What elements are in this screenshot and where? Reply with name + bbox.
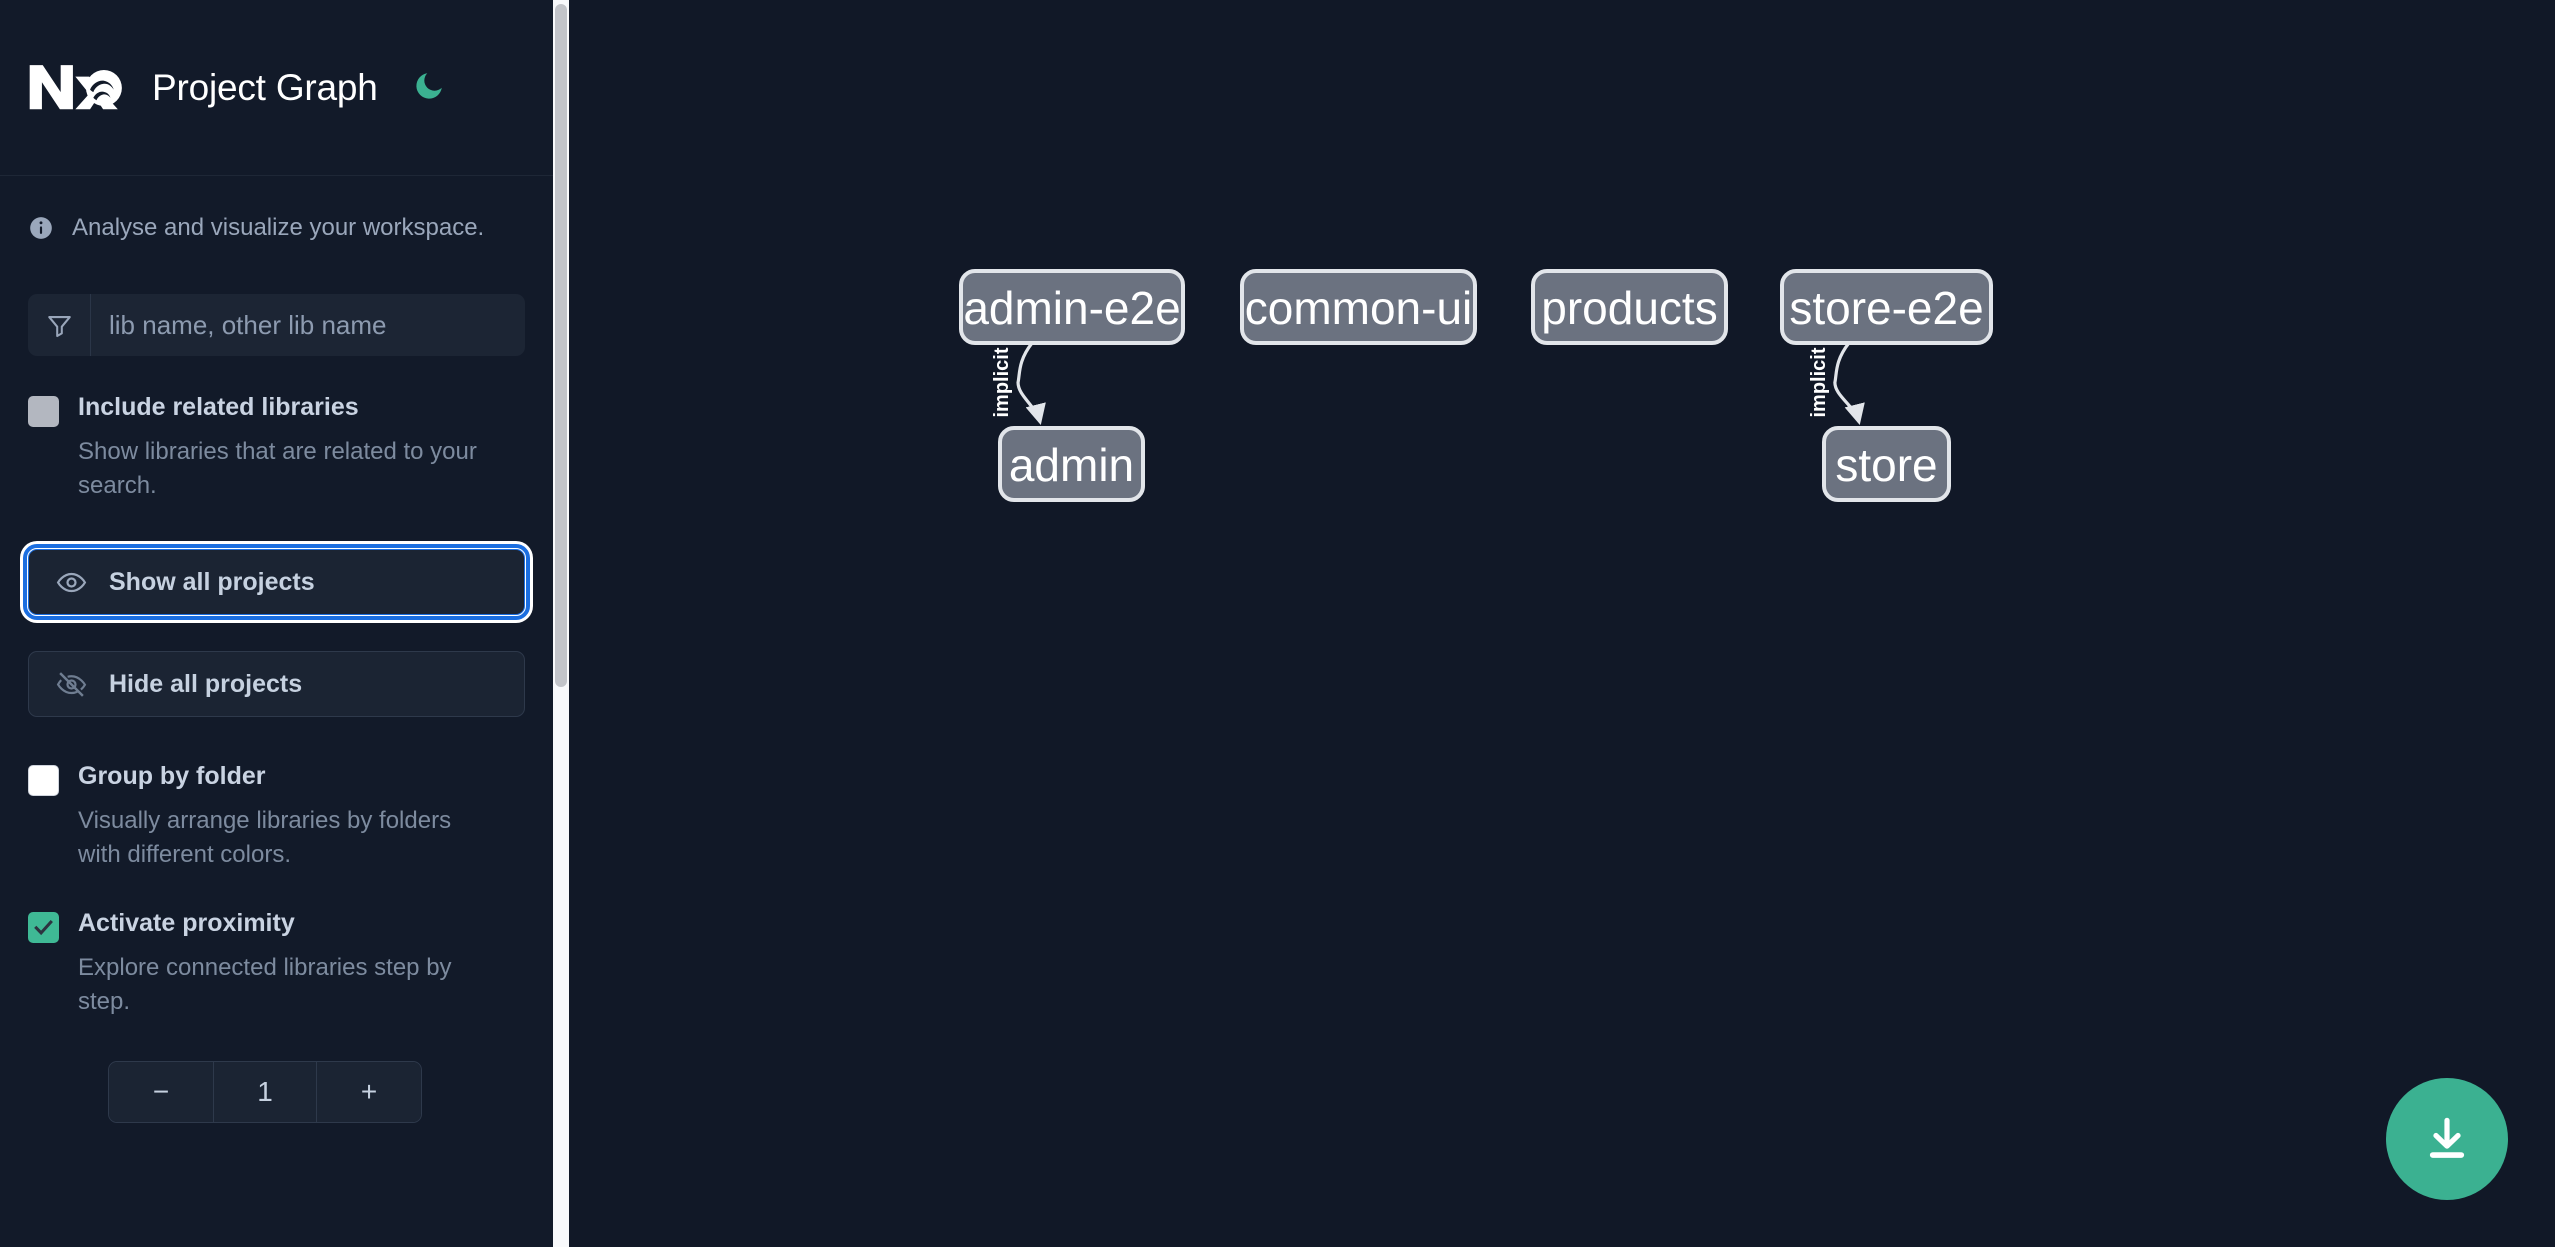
button-label: Show all projects xyxy=(109,567,315,596)
option-description: Show libraries that are related to your … xyxy=(78,438,477,500)
option-description: Explore connected libraries step by step… xyxy=(78,954,452,1016)
stepper-increment-button[interactable]: + xyxy=(317,1062,421,1123)
option-group-by-folder: Group by folder Visually arrange librari… xyxy=(0,761,553,872)
download-icon xyxy=(2421,1113,2473,1165)
sidebar-header: Project Graph xyxy=(0,0,553,176)
graph-node-box[interactable] xyxy=(959,269,1185,345)
eye-icon xyxy=(56,567,87,598)
check-icon xyxy=(32,916,55,939)
graph-node-box[interactable] xyxy=(1531,269,1728,345)
option-label: Include related libraries xyxy=(78,393,359,421)
sidebar-scroll-container[interactable]: Project Graph xyxy=(0,0,553,1247)
graph-node-box[interactable] xyxy=(1780,269,1993,345)
graph-node-box[interactable] xyxy=(1822,426,1951,502)
eye-slash-icon xyxy=(56,669,87,700)
option-description: Visually arrange libraries by folders wi… xyxy=(78,807,452,869)
tagline-text: Analyse and visualize your workspace. xyxy=(72,214,485,241)
nx-logo-icon xyxy=(28,57,126,119)
graph-canvas[interactable]: implicit implicit admin-e2e admin common-ui… xyxy=(553,0,2555,1247)
graph-node-label: common-ui xyxy=(1245,282,1473,334)
quantity-stepper: − 1 + xyxy=(108,1061,422,1124)
graph-nodes-layer: admin-e2e admin common-ui products store-e2e… xyxy=(959,269,1993,502)
funnel-icon xyxy=(28,294,91,356)
graph-node[interactable]: common-ui xyxy=(1240,269,1477,345)
graph-edge-label: implicit xyxy=(991,347,1013,417)
checkbox-group-by-folder[interactable] xyxy=(28,765,59,797)
button-label: Hide all projects xyxy=(109,669,303,698)
stepper-value: 1 xyxy=(213,1062,317,1123)
search-input[interactable] xyxy=(91,294,525,356)
graph-node-label: products xyxy=(1541,282,1717,334)
graph-node[interactable]: products xyxy=(1531,269,1728,345)
graph-node[interactable]: admin xyxy=(998,426,1145,502)
page-title: Project Graph xyxy=(152,66,378,108)
moon-icon xyxy=(412,69,446,106)
option-activate-proximity: Activate proximity Explore connected lib… xyxy=(0,908,553,1019)
stepper-decrement-button[interactable]: − xyxy=(109,1062,213,1123)
download-graph-button[interactable] xyxy=(2386,1078,2508,1200)
option-include-related-libraries: Include related libraries Show libraries… xyxy=(0,392,553,503)
graph-node-label: store-e2e xyxy=(1789,282,1983,334)
theme-toggle-button[interactable] xyxy=(408,67,450,109)
graph-node-box[interactable] xyxy=(998,426,1145,502)
checkbox-include-related-libraries[interactable] xyxy=(28,396,59,427)
sidebar-scrollbar-thumb[interactable] xyxy=(555,4,567,687)
info-icon xyxy=(28,215,54,241)
graph-node[interactable]: admin-e2e xyxy=(959,269,1185,345)
graph-node-label: admin-e2e xyxy=(963,282,1180,334)
project-visibility-buttons: Show all projects Hide all projects xyxy=(0,544,553,718)
graph-edge[interactable] xyxy=(1833,342,1865,426)
option-label: Group by folder xyxy=(78,762,266,791)
sidebar: Project Graph xyxy=(0,0,569,1247)
filter-field[interactable] xyxy=(28,294,525,356)
workspace-tagline: Analyse and visualize your workspace. xyxy=(0,176,553,242)
graph-node-label: admin xyxy=(1009,439,1134,491)
graph-node-box[interactable] xyxy=(1240,269,1477,345)
graph-edge-label: implicit xyxy=(1808,347,1830,417)
graph-edges-layer: implicit implicit xyxy=(991,342,1865,426)
graph-node[interactable]: store-e2e xyxy=(1780,269,1993,345)
option-label: Activate proximity xyxy=(78,909,295,938)
graph-edge[interactable] xyxy=(1016,342,1046,426)
proximity-stepper-wrap: − 1 + xyxy=(0,1061,553,1124)
graph-node-label: store xyxy=(1835,439,1937,491)
project-graph-svg[interactable]: implicit implicit admin-e2e admin common-ui… xyxy=(553,0,2555,1247)
hide-all-projects-button[interactable]: Hide all projects xyxy=(28,651,525,718)
show-all-projects-button[interactable]: Show all projects xyxy=(23,544,530,621)
graph-node[interactable]: store xyxy=(1822,426,1951,502)
checkbox-activate-proximity[interactable] xyxy=(28,912,59,944)
